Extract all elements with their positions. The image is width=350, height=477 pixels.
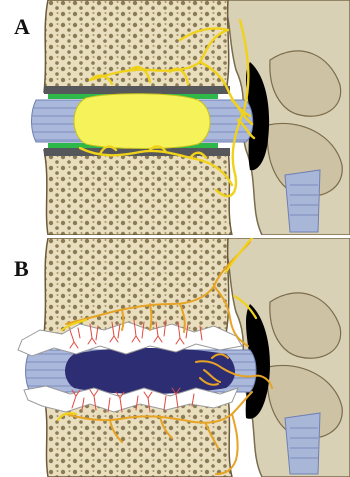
panel-a-illustration [0,0,350,235]
degenerated-nucleus-b [65,348,235,394]
panel-b: B [0,238,350,477]
panel-label-b: B [14,256,29,282]
lower-vertebral-body-a [44,150,232,235]
panel-b-illustration [0,238,350,477]
nucleus-pulposus-a [74,94,210,149]
upper-vertebral-body-a [44,0,229,92]
panel-a: A [0,0,350,235]
upper-vertebral-body-b [44,238,229,334]
upper-endplate-dark-a [44,86,230,94]
panel-label-a: A [14,14,30,40]
